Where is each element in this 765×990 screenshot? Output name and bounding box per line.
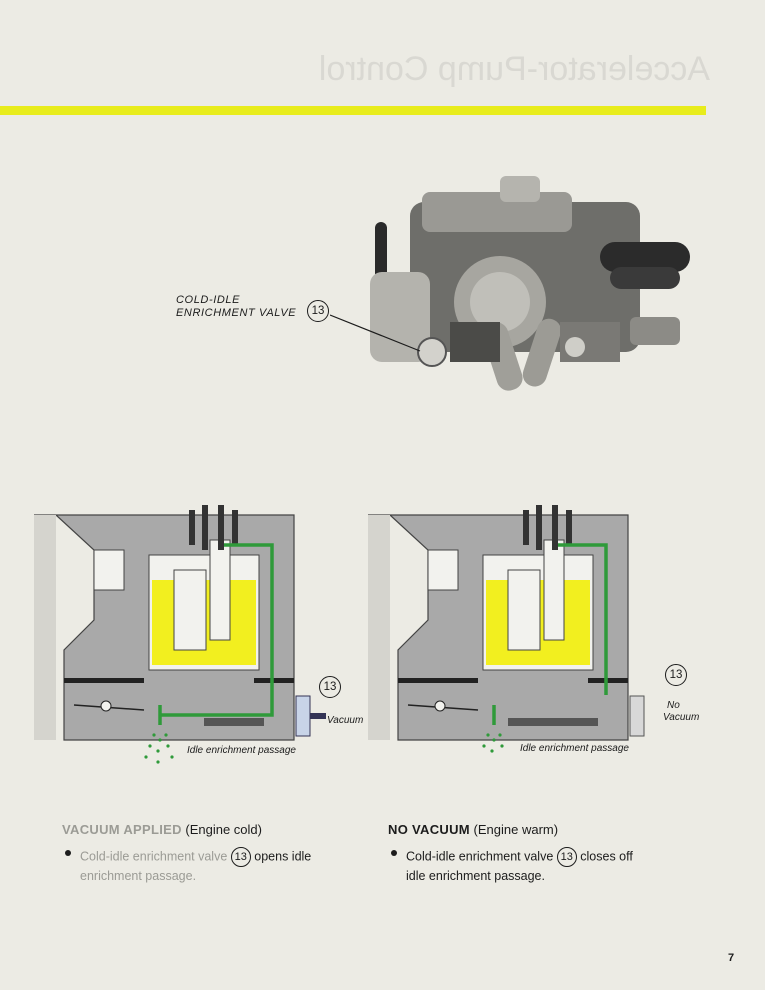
bullet-dot-icon [391,850,397,856]
diagram-no-vacuum: 13 No Vacuum Idle enrichment passage [368,500,699,770]
caption-left-title: VACUUM APPLIED (Engine cold) [62,822,362,837]
show-through-title: Accelerator-Pump Control [318,50,710,88]
right-vacuum-label: Vacuum [663,712,700,723]
caption-right-title: NO VACUUM (Engine warm) [388,822,688,837]
photo-leader-line [330,314,421,352]
caption-right-heading: NO VACUUM [388,822,470,837]
photo-label: COLD-IDLE ENRICHMENT VALVE [176,294,296,320]
bullet-dot-icon [65,850,71,856]
right-no-label: No [667,700,680,711]
caption-left-text-line2: enrichment passage. [80,869,197,883]
caption-right-text-pre: Cold-idle enrichment valve [406,849,554,864]
caption-vacuum-applied: VACUUM APPLIED (Engine cold) Cold-idle e… [62,822,362,885]
caption-left-bullet: Cold-idle enrichment valve 13 opens idle… [62,847,362,885]
right-diagram-callout-13: 13 [665,664,687,686]
photo-label-line1: COLD-IDLE [176,294,241,306]
photo-label-line2: ENRICHMENT VALVE [176,307,297,319]
caption-no-vacuum: NO VACUUM (Engine warm) Cold-idle enrich… [388,822,688,885]
photo-callout-13: 13 [307,300,329,322]
caption-right-text-line2: idle enrichment passage. [406,869,545,883]
left-passage-label: Idle enrichment passage [187,745,296,756]
left-diagram-callout-13: 13 [319,676,341,698]
caption-left-callout-13: 13 [230,847,251,867]
caption-right-text-post: closes off [580,849,633,864]
left-vacuum-label: Vacuum [327,715,364,726]
diagram-vacuum-applied: 13 Vacuum Idle enrichment passage [34,500,363,770]
caption-left-subtitle: (Engine cold) [185,822,262,837]
caption-left-text-pre: Cold-idle enrichment valve [80,849,228,864]
carburetor-photo [360,172,700,412]
caption-right-bullet: Cold-idle enrichment valve 13 closes off… [388,847,688,885]
yellow-header-rule [0,106,706,115]
caption-left-text-post: opens idle [254,849,312,864]
caption-right-callout-13: 13 [556,847,577,867]
caption-left-heading: VACUUM APPLIED [62,822,182,837]
caption-right-subtitle: (Engine warm) [473,822,559,837]
page-number: 7 [728,952,735,964]
right-passage-label: Idle enrichment passage [520,743,629,754]
